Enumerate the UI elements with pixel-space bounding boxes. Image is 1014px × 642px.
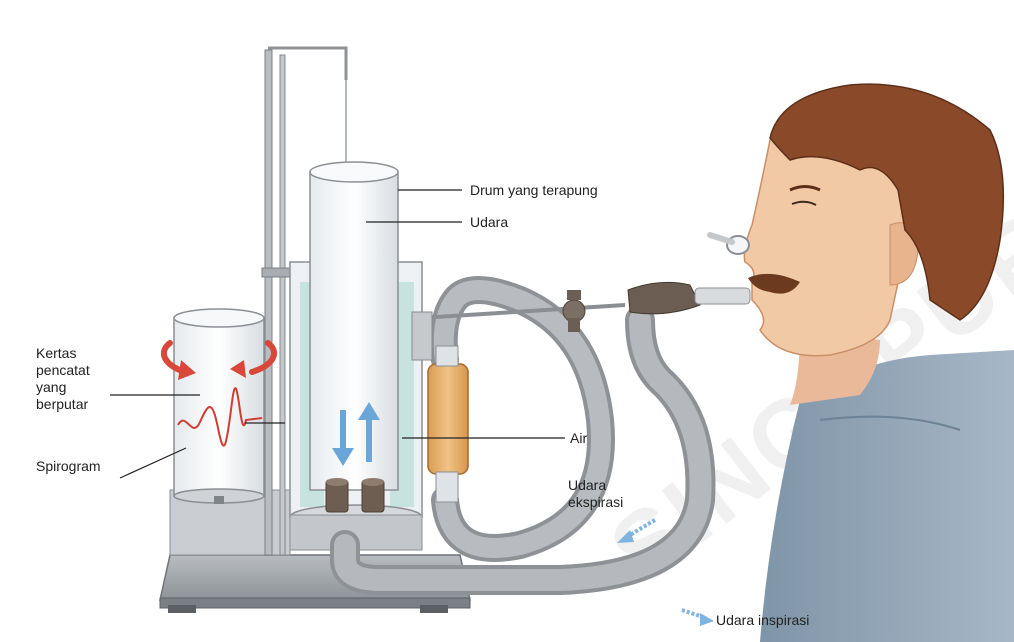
nose-clip: [710, 235, 749, 254]
recording-drum: [174, 309, 264, 504]
filter-canister: [428, 346, 468, 502]
label-rotating-paper: Kertas pencatat yang berputar: [36, 345, 90, 413]
subject-person: [710, 84, 1014, 642]
label-spirogram: Spirogram: [36, 458, 101, 475]
label-floating-drum: Drum yang terapung: [470, 182, 598, 199]
label-water: Air: [570, 430, 587, 447]
label-air-chamber: Udara: [470, 214, 508, 231]
floating-drum: [310, 162, 398, 512]
label-inspired-air: Udara inspirasi: [716, 612, 809, 629]
label-expired-air: Udara ekspirasi: [568, 477, 623, 511]
